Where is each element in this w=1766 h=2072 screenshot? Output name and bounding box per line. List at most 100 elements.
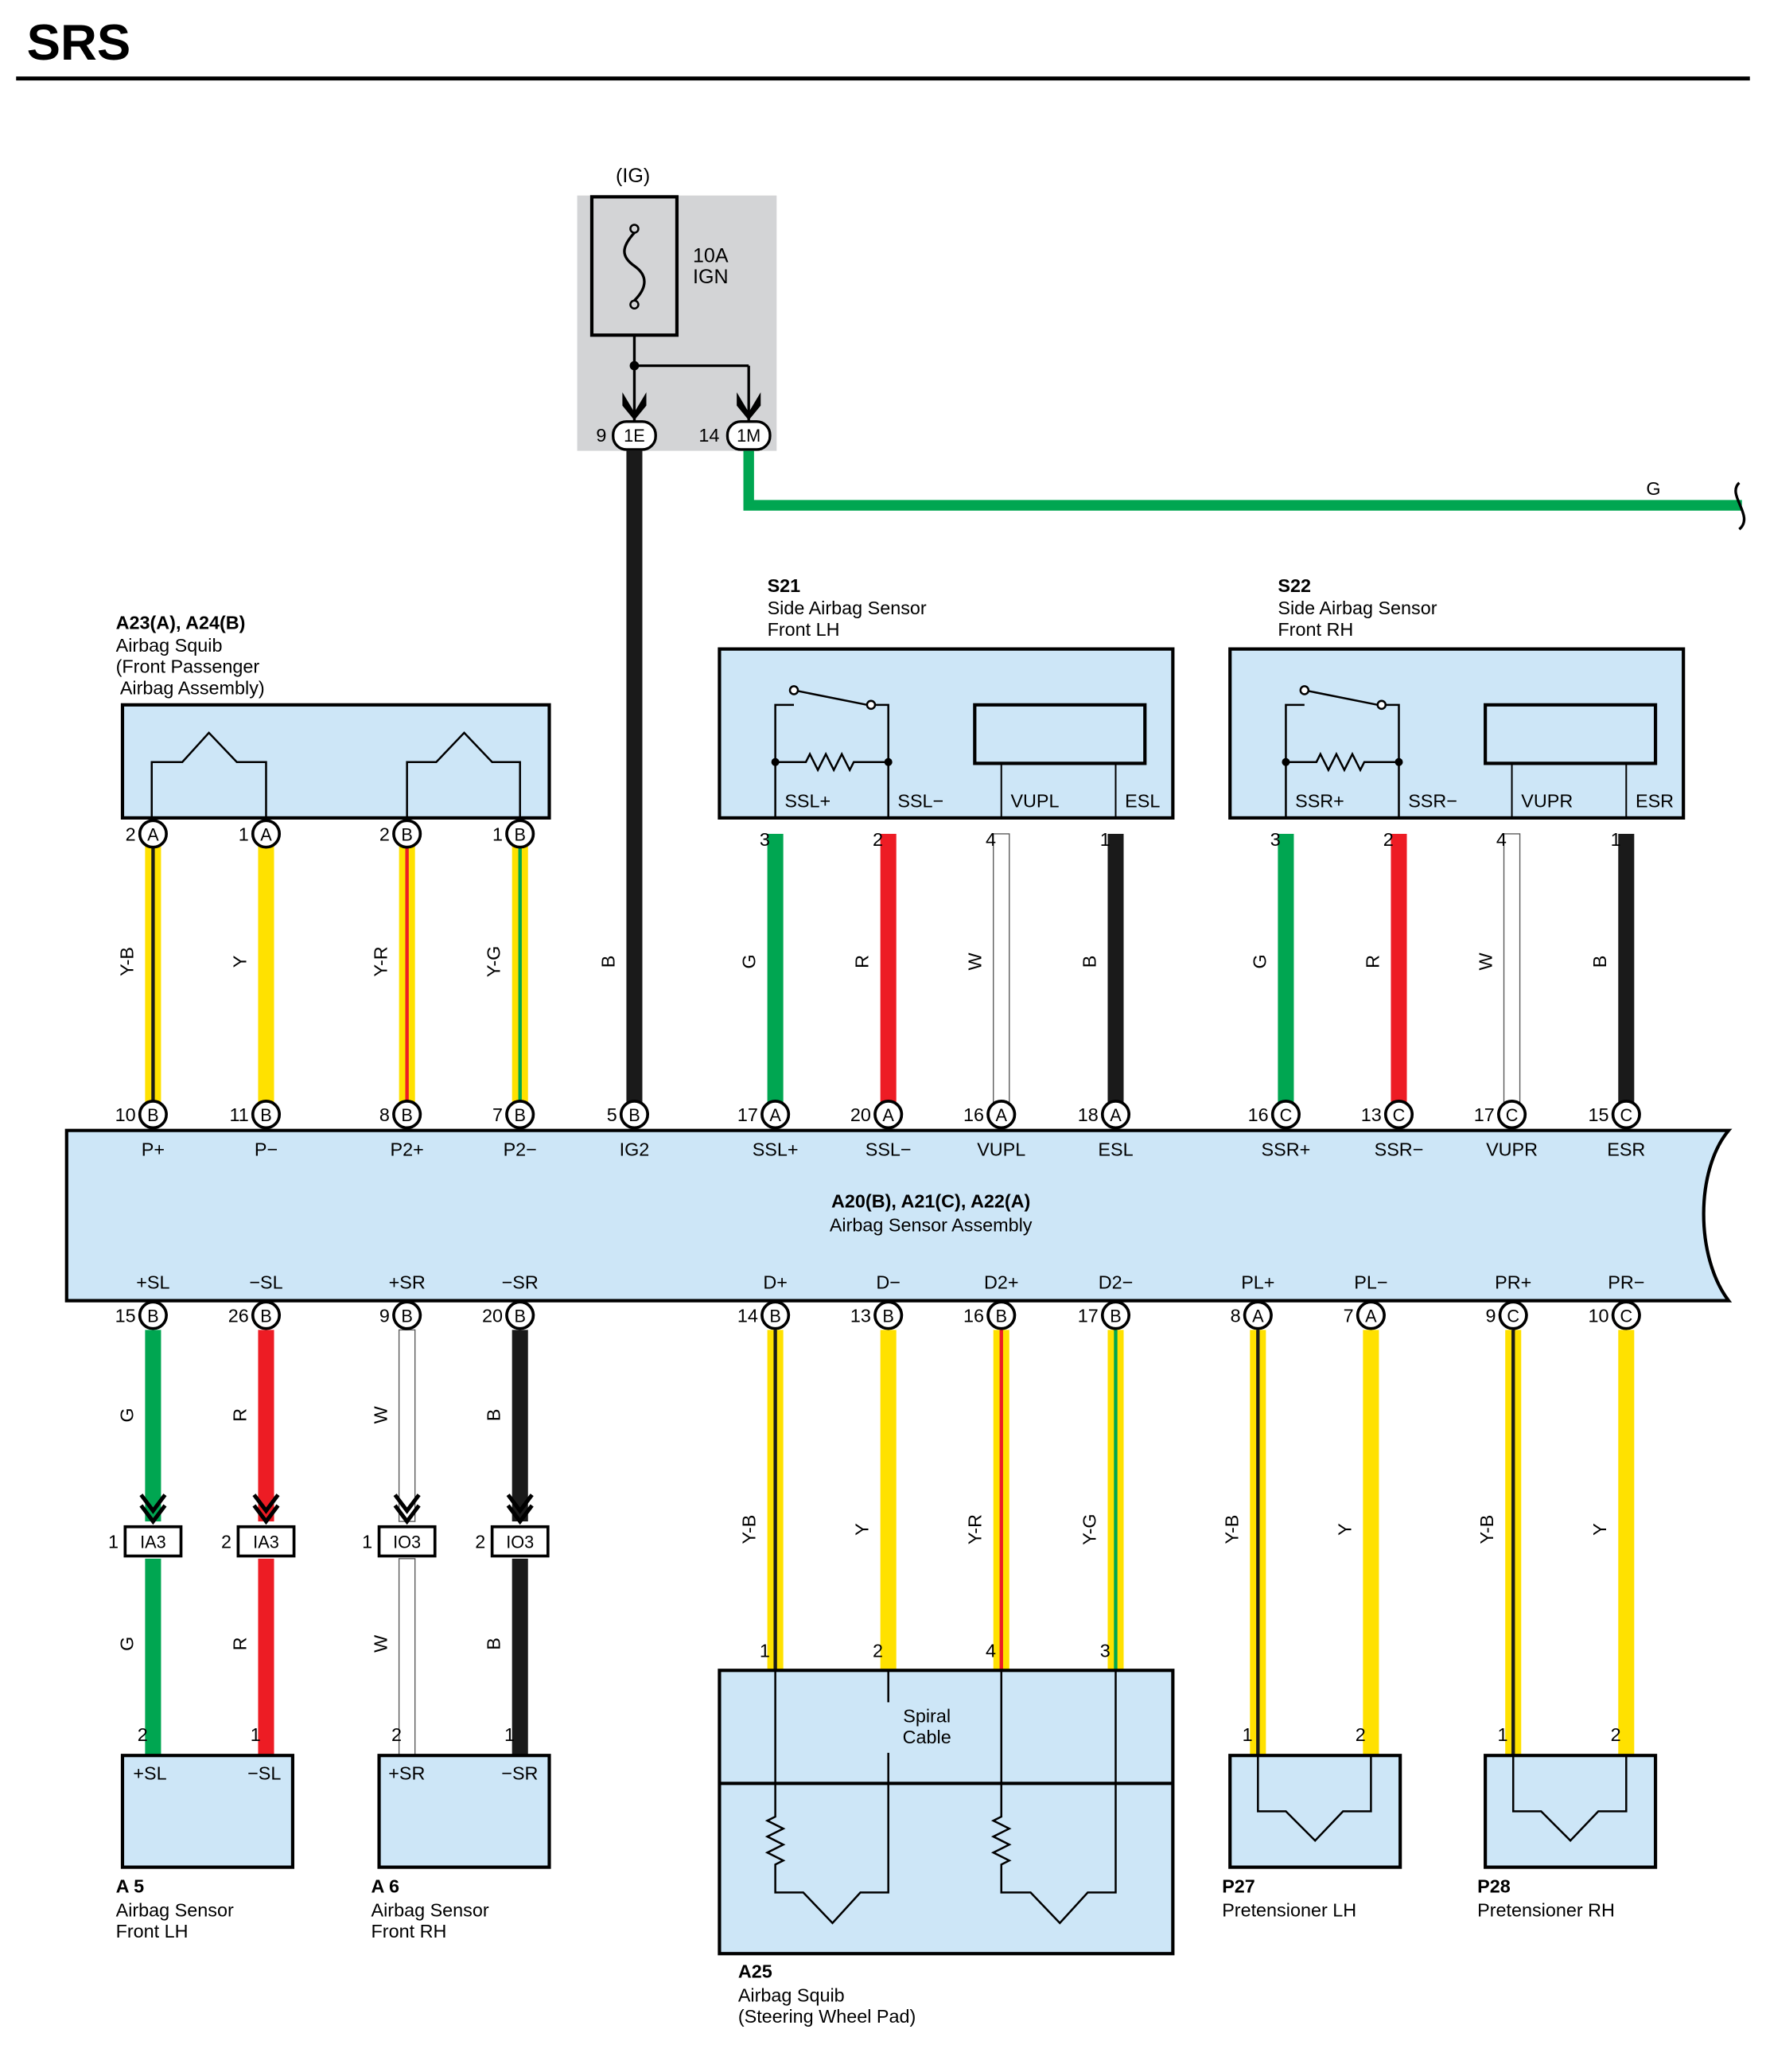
wire-color-label: Y-B — [1476, 1515, 1497, 1544]
connector-arrow-icon — [737, 392, 761, 421]
squib-element-icon — [990, 1783, 1117, 1925]
assembly-bottom-pin — [873, 1300, 904, 1330]
p28-body — [1484, 1754, 1658, 1869]
p28-pin-number: 2 — [1611, 1724, 1621, 1745]
front-passenger-airbag-squib: A23(A), A24(B) Airbag Squib (Front Passe… — [116, 613, 551, 820]
wire-color-label: R — [1362, 955, 1383, 968]
assembly-bottom-pin — [505, 1300, 535, 1330]
assembly-top-pin-label: SSL+ — [753, 1139, 799, 1159]
airbag-sensor-front-lh: +SL −SL A 5 Airbag Sensor Front LH — [116, 1754, 294, 1942]
wire-color-label: G — [739, 954, 760, 968]
a6-body — [377, 1754, 551, 1869]
assembly-bottom-pin-label: D2− — [1099, 1272, 1134, 1293]
p28-code: P28 — [1477, 1875, 1511, 1896]
connector-arrow-icon — [252, 1494, 280, 1525]
pin-number: 16 — [963, 1305, 984, 1326]
junction-connector — [123, 1525, 183, 1558]
pin-number: 13 — [1361, 1104, 1382, 1125]
side-rh-pin-number: 1 — [1611, 829, 1621, 850]
pin-number: 9 — [1485, 1305, 1496, 1326]
fuse-rating: 10A — [693, 244, 729, 267]
squib-element-icon — [406, 731, 521, 818]
s21-pin-label: SSL− — [897, 791, 943, 812]
pin-number: 5 — [607, 1104, 617, 1125]
s21-line2: Front LH — [768, 619, 840, 640]
fuse-icon — [623, 232, 646, 302]
wire-color-label: Y-B — [116, 947, 137, 976]
assembly-top-pin — [760, 1100, 791, 1130]
top-wire — [1391, 833, 1407, 1115]
wire-color-label: B — [1079, 956, 1099, 968]
assembly-bottom-pin — [1356, 1300, 1386, 1330]
assembly-body — [64, 1128, 1733, 1303]
bottom-wire — [512, 1330, 528, 1522]
bottom-wire — [767, 1330, 784, 1671]
s21-pin-label: VUPL — [1010, 791, 1059, 812]
wire-color-label: W — [371, 1635, 391, 1653]
assembly-top-pin-label: VUPR — [1486, 1139, 1538, 1159]
wire-color-label: Y-B — [1221, 1515, 1242, 1544]
airbag-sensor-assembly: A20(B), A21(C), A22(A) Airbag Sensor Ass… — [64, 1128, 1733, 1303]
assembly-top-pin — [873, 1100, 904, 1130]
assembly-top-pin-label: VUPL — [977, 1139, 1025, 1159]
assembly-bottom-pin-label: D2+ — [984, 1272, 1019, 1293]
a25-pin-number: 2 — [873, 1641, 883, 1661]
assembly-bottom-pin-label: PR− — [1608, 1272, 1644, 1293]
pin-connector-letter: A — [882, 1105, 894, 1125]
a25-pin-number: 1 — [760, 1641, 770, 1661]
wire-color-label: Y — [1334, 1523, 1355, 1536]
assembly-bottom-pin — [251, 1300, 282, 1330]
top-wire — [626, 450, 643, 1115]
a5-pin-number: 2 — [138, 1724, 148, 1745]
fuse-pin-right-code: 1M — [737, 426, 760, 446]
pin-number: 9 — [379, 1305, 390, 1326]
a6-pin-number: 2 — [391, 1724, 402, 1745]
squib-element-icon — [764, 1783, 889, 1925]
assembly-bottom-pin-label: PL− — [1354, 1272, 1387, 1293]
pin-number: 11 — [229, 1104, 248, 1125]
pin-connector-letter: A — [147, 824, 159, 844]
a25-line1: Airbag Squib — [738, 1984, 845, 2005]
bottom-wire — [993, 1330, 1009, 1671]
junction-code: IO3 — [506, 1532, 534, 1552]
pin-number: 26 — [228, 1305, 249, 1326]
s22-pin-label: SSR− — [1408, 791, 1457, 812]
junction-connector — [490, 1525, 550, 1558]
bottom-wire — [258, 1558, 274, 1756]
bottom-wire — [1363, 1330, 1379, 1756]
s22-pin-label: VUPR — [1521, 791, 1573, 812]
wire-color-label: G — [116, 1637, 137, 1651]
pin-connector-letter: B — [514, 1105, 526, 1125]
assembly-top-pin-label: P2+ — [391, 1139, 424, 1159]
side-lh-pin-number: 3 — [760, 829, 770, 850]
pin-connector-letter: A — [1252, 1306, 1264, 1326]
pin-number: 2 — [379, 824, 390, 844]
squib-line2: (Front Passenger — [116, 656, 260, 677]
assembly-top-pin — [138, 1100, 168, 1130]
side-airbag-sensor-front-lh: S21 Side Airbag Sensor Front LH SSL+ SSL… — [718, 575, 1175, 820]
squib-body — [120, 703, 551, 820]
a5-pin-label: −SL — [247, 1762, 281, 1783]
p28-name: Pretensioner RH — [1477, 1899, 1615, 1920]
wire-color-label: R — [852, 955, 873, 968]
wire-color-label: G — [116, 1408, 137, 1422]
a6-code: A 6 — [371, 1875, 400, 1896]
pin-connector-letter: B — [1110, 1306, 1121, 1326]
assembly-bottom-pin — [1243, 1300, 1273, 1330]
assembly-top-pin-label: SSR− — [1375, 1139, 1424, 1159]
wire-color-label: W — [965, 952, 986, 970]
connector-arrow-icon — [393, 1494, 421, 1525]
pin-connector-letter: C — [1507, 1306, 1519, 1326]
pin-number: 2 — [126, 824, 136, 844]
assembly-bottom-pin — [1498, 1300, 1528, 1330]
pretensioner-element-icon — [1511, 1755, 1628, 1842]
assembly-top-pin — [1270, 1100, 1301, 1130]
a25-code: A25 — [738, 1961, 772, 1981]
top-wire — [1278, 833, 1294, 1115]
pin-connector-letter: B — [401, 1306, 413, 1326]
pin-number: 20 — [482, 1305, 503, 1326]
s22-pin-label: ESR — [1636, 791, 1674, 812]
a25-line2: (Steering Wheel Pad) — [738, 2006, 916, 2027]
assembly-top-pin-label: ESR — [1607, 1139, 1645, 1159]
wire-color-label: Y-G — [484, 946, 504, 977]
